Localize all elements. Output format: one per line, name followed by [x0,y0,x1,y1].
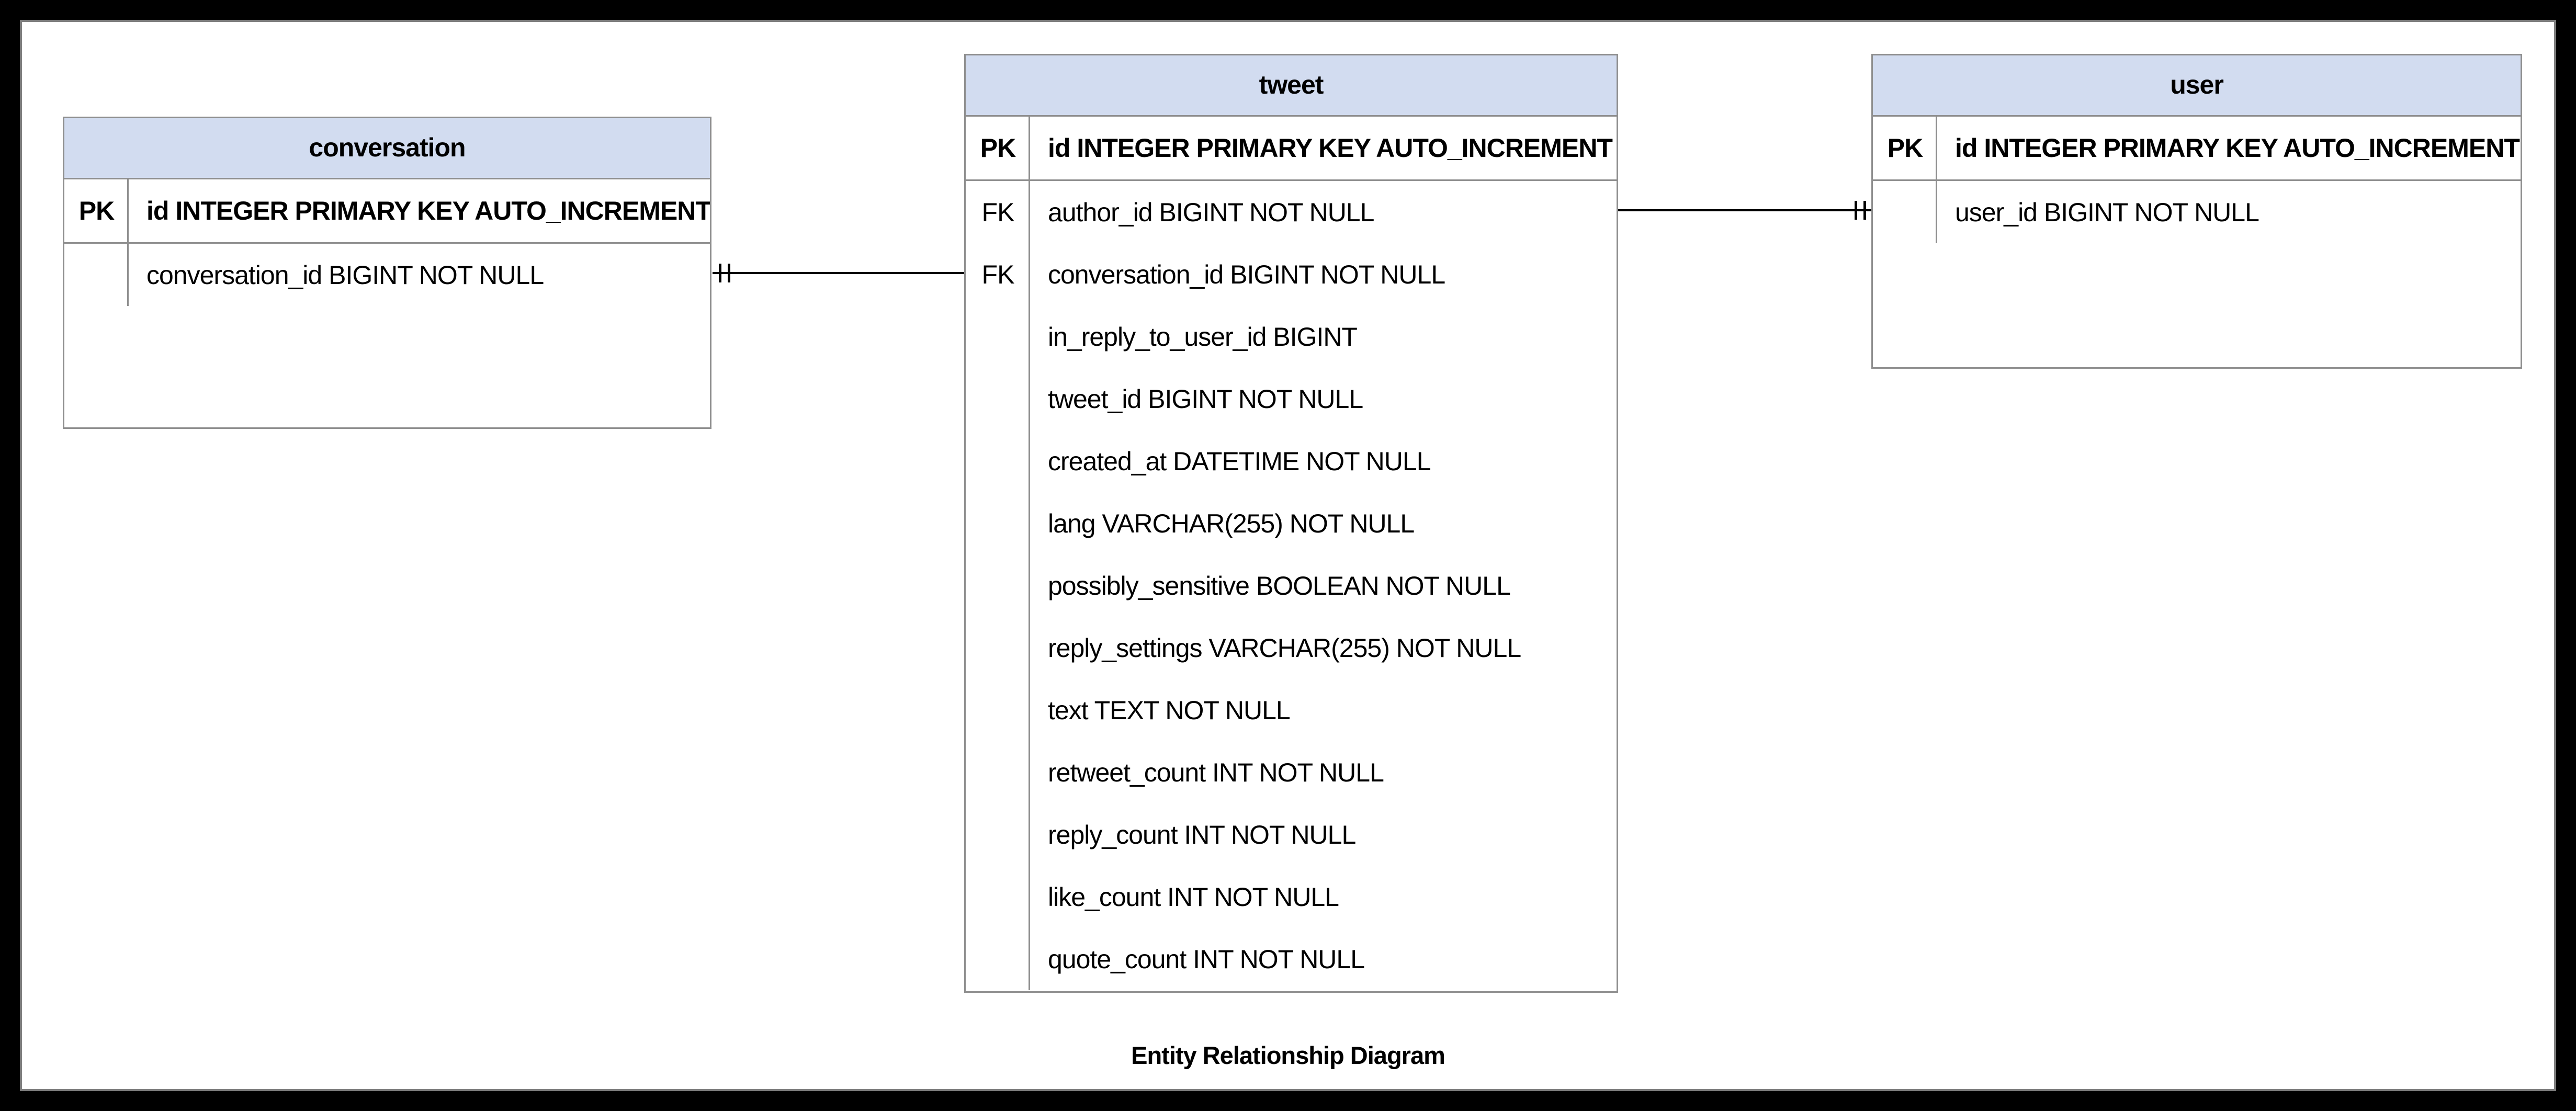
diagram-caption: Entity Relationship Diagram [1131,1041,1445,1069]
entity-table-tweet: tweet PK id INTEGER PRIMARY KEY AUTO_INCR… [964,54,1618,993]
entity-title: conversation [64,118,710,179]
cardinality-one-tick [728,264,730,282]
relationship-line-tweet-user [1618,201,1871,220]
field-definition: created_at DATETIME NOT NULL [1048,446,1431,476]
entity-row: PK id INTEGER PRIMARY KEY AUTO_INCREMENT [64,179,710,244]
key-badge: PK [78,196,115,225]
key-badge [966,368,1030,430]
entity-row: FK conversation_id BIGINT NOT NULL [966,243,1617,305]
key-badge: PK [980,133,1016,163]
key-badge [966,492,1030,554]
key-badge [1873,181,1937,243]
field-definition: id INTEGER PRIMARY KEY AUTO_INCREMENT [1048,133,1613,163]
key-badge [966,430,1030,492]
entity-row: lang VARCHAR(255) NOT NULL [966,492,1617,554]
field-definition: reply_count INT NOT NULL [1048,820,1356,849]
entity-row: PK id INTEGER PRIMARY KEY AUTO_INCREMENT [1873,117,2521,181]
key-badge: PK [1887,133,1923,163]
key-column-divider [1936,117,1937,243]
entity-row: created_at DATETIME NOT NULL [966,430,1617,492]
cardinality-one-tick [1863,201,1866,220]
entity-table-user: user PK id INTEGER PRIMARY KEY AUTO_INCRE… [1871,54,2522,369]
cardinality-one-tick [1855,201,1857,220]
entity-title: user [1873,55,2521,117]
entity-row: reply_settings VARCHAR(255) NOT NULL [966,617,1617,679]
key-column-divider [127,179,129,306]
field-definition: user_id BIGINT NOT NULL [1955,197,2259,227]
entity-title: tweet [966,55,1617,117]
field-definition: text TEXT NOT NULL [1048,695,1291,725]
key-badge: FK [981,197,1015,227]
field-definition: possibly_sensitive BOOLEAN NOT NULL [1048,571,1511,600]
key-badge [966,928,1030,990]
entity-row: text TEXT NOT NULL [966,679,1617,741]
entity-rows: PK id INTEGER PRIMARY KEY AUTO_INCREMENT F… [966,117,1617,990]
key-badge [966,305,1030,368]
key-badge [966,554,1030,617]
field-definition: conversation_id BIGINT NOT NULL [146,260,544,290]
field-definition: quote_count INT NOT NULL [1048,944,1365,974]
entity-row: possibly_sensitive BOOLEAN NOT NULL [966,554,1617,617]
field-definition: id INTEGER PRIMARY KEY AUTO_INCREMENT [1955,133,2520,163]
field-definition: in_reply_to_user_id BIGINT [1048,322,1358,352]
key-badge [966,741,1030,803]
entity-row: like_count INT NOT NULL [966,866,1617,928]
field-definition: reply_settings VARCHAR(255) NOT NULL [1048,633,1521,663]
key-badge [966,617,1030,679]
field-definition: lang VARCHAR(255) NOT NULL [1048,508,1415,538]
entity-row: tweet_id BIGINT NOT NULL [966,368,1617,430]
key-badge [966,679,1030,741]
key-badge: FK [981,259,1015,289]
key-badge [966,803,1030,866]
entity-row: PK id INTEGER PRIMARY KEY AUTO_INCREMENT [966,117,1617,181]
field-definition: id INTEGER PRIMARY KEY AUTO_INCREMENT [146,196,710,225]
entity-row: retweet_count INT NOT NULL [966,741,1617,803]
field-definition: author_id BIGINT NOT NULL [1048,197,1374,227]
key-badge [64,244,129,306]
entity-row: user_id BIGINT NOT NULL [1873,181,2521,243]
field-definition: retweet_count INT NOT NULL [1048,757,1384,787]
entity-row: in_reply_to_user_id BIGINT [966,305,1617,368]
field-definition: tweet_id BIGINT NOT NULL [1048,384,1363,414]
field-definition: like_count INT NOT NULL [1048,882,1339,912]
key-badge [966,866,1030,928]
cardinality-one-tick [719,264,721,282]
entity-row: FK author_id BIGINT NOT NULL [966,181,1617,243]
key-column-divider [1029,117,1030,990]
entity-row: quote_count INT NOT NULL [966,928,1617,990]
relationship-line-conversation-tweet [713,264,964,282]
entity-row: conversation_id BIGINT NOT NULL [64,244,710,306]
entity-row: reply_count INT NOT NULL [966,803,1617,866]
entity-table-conversation: conversation PK id INTEGER PRIMARY KEY AU… [63,117,711,429]
field-definition: conversation_id BIGINT NOT NULL [1048,259,1445,289]
